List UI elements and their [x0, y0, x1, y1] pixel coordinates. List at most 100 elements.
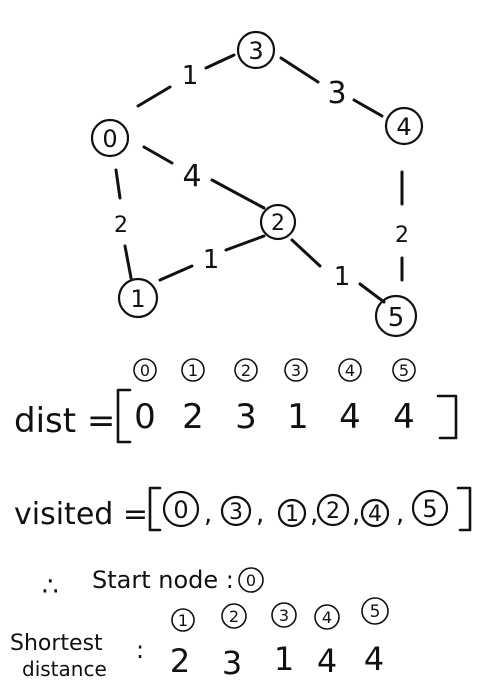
dist-value-5: 4 [393, 397, 415, 437]
svg-text:1: 1 [285, 502, 299, 527]
visited-item-5: 5 [411, 489, 449, 527]
node-5-label: 5 [388, 303, 405, 333]
svg-text:4: 4 [345, 361, 355, 380]
edge-1-2-left [158, 264, 194, 282]
node-1: 1 [117, 277, 159, 319]
dist-header-4: 4 [338, 358, 362, 382]
svg-text:2: 2 [229, 607, 239, 626]
shortest-header-3: 3 [271, 602, 297, 628]
visited-label: visited = [14, 497, 148, 532]
svg-text:5: 5 [422, 495, 437, 523]
dist-header-5: 5 [392, 358, 416, 382]
edge-0-1-top [114, 168, 122, 200]
svg-text:,: , [352, 499, 360, 529]
node-1-label: 1 [130, 285, 145, 313]
svg-text:3: 3 [229, 500, 243, 525]
visited-item-2: 1 [277, 498, 307, 528]
dist-header-3: 3 [284, 358, 308, 382]
dist-value-0: 0 [134, 397, 156, 437]
node-2-label: 2 [271, 211, 285, 236]
svg-text:2: 2 [241, 361, 251, 380]
start-node-circle: 0 [238, 567, 264, 593]
shortest-value-3: 1 [274, 640, 294, 678]
dist-value-3: 1 [287, 397, 309, 437]
node-0-label: 0 [102, 125, 117, 153]
dist-value-4: 4 [339, 397, 361, 437]
node-0: 0 [90, 118, 130, 158]
shortest-value-1: 2 [170, 642, 190, 680]
shortest-value-4: 4 [317, 642, 337, 680]
shortest-header-2: 2 [221, 603, 247, 629]
dist-value-1: 2 [182, 397, 204, 437]
therefore-symbol: ∴ [42, 572, 59, 602]
svg-text:,: , [204, 499, 212, 529]
node-2: 2 [259, 203, 297, 241]
dist-close-bracket [436, 394, 458, 440]
weight-2-5: 1 [334, 262, 351, 292]
weight-0-1: 2 [114, 213, 128, 238]
edge-2-5-right [358, 282, 386, 304]
svg-text:4: 4 [368, 502, 382, 527]
weight-0-2: 4 [182, 159, 201, 194]
node-4: 4 [384, 106, 424, 146]
dist-values: 0 2 3 1 4 4 [134, 397, 415, 437]
visited-item-4: 4 [360, 498, 390, 528]
edge-0-3-left [136, 85, 172, 108]
dist-open-bracket [116, 388, 132, 444]
weight-0-3: 1 [182, 61, 199, 91]
edge-0-3-right [204, 53, 236, 70]
svg-text:0: 0 [246, 571, 256, 590]
shortest-header: 1 2 3 4 5 [171, 597, 389, 632]
edge-0-2-right [210, 178, 266, 210]
svg-text:3: 3 [279, 606, 289, 625]
edge-2-5-left [290, 238, 322, 268]
shortest-colon: : [136, 636, 144, 664]
edge-1-2-right [224, 234, 266, 252]
edge-3-4-right [352, 98, 384, 118]
dist-header-2: 2 [234, 358, 258, 382]
graph-edges [114, 53, 404, 304]
visited-item-0: 0 [162, 490, 200, 528]
svg-text:4: 4 [322, 608, 332, 627]
node-3: 3 [236, 30, 276, 70]
weight-3-4: 3 [327, 76, 346, 111]
visited-separators: , , , , , [204, 499, 404, 529]
svg-text:1: 1 [178, 611, 188, 630]
shortest-header-5: 5 [361, 597, 389, 625]
svg-text:3: 3 [291, 361, 301, 380]
visited-open-bracket [148, 486, 162, 532]
dist-header-1: 1 [181, 358, 205, 382]
svg-text:1: 1 [188, 361, 198, 380]
node-3-label: 3 [248, 37, 263, 65]
shortest-header-4: 4 [314, 604, 340, 630]
svg-text:0: 0 [173, 496, 188, 524]
edge-3-4-left [279, 56, 320, 84]
graph-nodes: 0 3 4 2 1 5 [90, 30, 424, 338]
dist-header: 0 1 2 3 4 5 [133, 358, 416, 382]
shortest-values: 2 3 1 4 4 [170, 640, 384, 682]
visited-item-1: 3 [220, 495, 252, 527]
svg-text:,: , [396, 499, 404, 529]
shortest-label-line2: distance [22, 657, 107, 681]
edge-weights: 1 3 4 2 1 1 2 [114, 61, 409, 292]
svg-text:,: , [310, 499, 318, 529]
dist-value-2: 3 [235, 397, 257, 437]
shortest-header-1: 1 [171, 608, 195, 632]
svg-text:5: 5 [370, 602, 381, 622]
weight-4-5: 2 [395, 223, 409, 248]
shortest-value-5: 4 [364, 640, 384, 678]
shortest-value-2: 3 [222, 644, 242, 682]
visited-list: 0 3 1 2 4 5 [162, 489, 449, 528]
node-4-label: 4 [396, 113, 411, 141]
node-5: 5 [374, 294, 418, 338]
svg-text:,: , [256, 499, 264, 529]
svg-text:0: 0 [140, 361, 150, 380]
dist-label: dist = [14, 401, 115, 441]
visited-close-bracket [456, 486, 472, 532]
edge-0-2-left [142, 145, 174, 165]
dist-header-0: 0 [133, 358, 157, 382]
svg-text:2: 2 [326, 499, 340, 524]
visited-item-3: 2 [316, 493, 350, 527]
weight-1-2: 1 [203, 245, 220, 275]
